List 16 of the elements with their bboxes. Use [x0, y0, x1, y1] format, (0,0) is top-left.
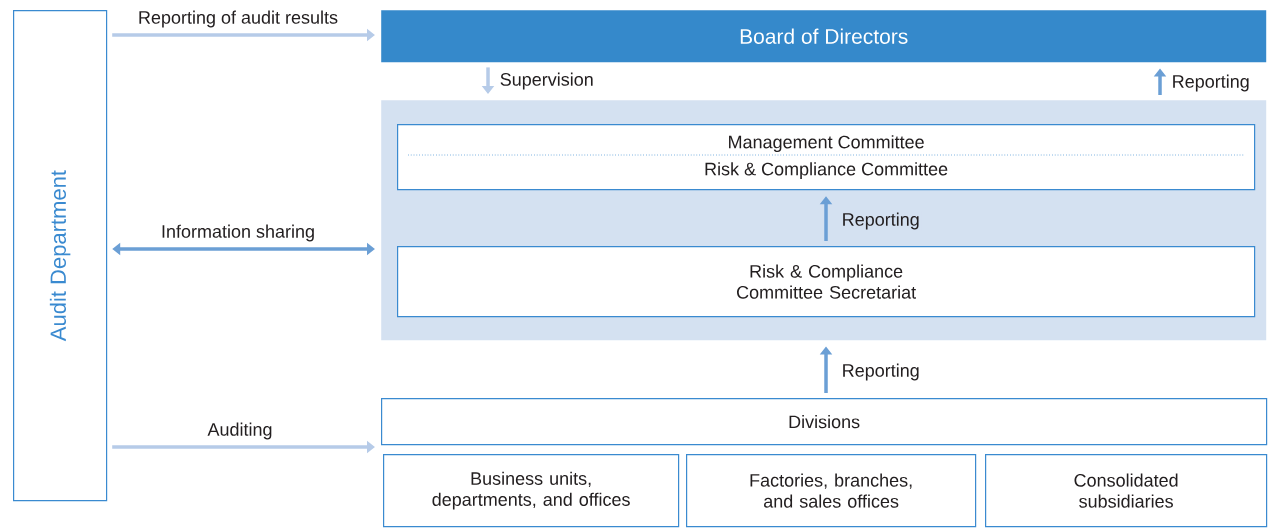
board-banner: Board of Directors	[381, 10, 1267, 63]
department-box: Audit Department	[13, 10, 108, 502]
edge-label: Auditing	[206, 421, 275, 441]
edge-label: Information sharing	[159, 223, 317, 243]
edge-label: Reporting	[840, 362, 922, 382]
unit-box: Business units, departments, and offices	[383, 454, 680, 528]
unit-box: Risk & Compliance Committee Secretariat	[397, 246, 1256, 318]
unit-box: Factories, branches, and sales offices	[686, 454, 977, 528]
unit-box: Consolidated subsidiaries	[985, 454, 1268, 528]
edge-label: Reporting	[840, 211, 922, 231]
edge-label: Reporting of audit results	[136, 9, 340, 29]
unit-box: Divisions	[381, 398, 1268, 446]
arrow	[112, 242, 375, 256]
edge-label: Supervision	[498, 71, 596, 91]
edge-label: Reporting	[1170, 73, 1252, 93]
committee-box: Management Committee Risk & Compliance Committee	[397, 124, 1256, 191]
